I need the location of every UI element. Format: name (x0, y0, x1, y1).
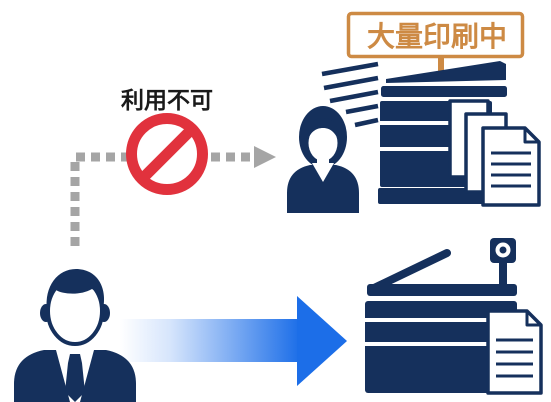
man-tie (65, 354, 85, 402)
printer-stripe-upper (365, 318, 489, 322)
arrow-shaft (120, 319, 300, 362)
document-icon (486, 309, 543, 395)
printer-lid (386, 61, 506, 83)
motion-line (354, 117, 379, 128)
motion-line (329, 89, 379, 104)
arrow-head (297, 296, 347, 386)
printer-icon (321, 61, 541, 207)
paper-fold (525, 311, 541, 327)
woman-bangs (306, 118, 340, 142)
available-route-arrow (120, 296, 347, 386)
businessman-icon (14, 269, 136, 402)
woman-body (287, 165, 359, 213)
document-icon (481, 126, 541, 207)
printer-top-panel (367, 284, 517, 296)
printer-base (378, 188, 490, 204)
mass-printing-sign: 大量印刷中 (346, 11, 525, 73)
man-hair (46, 269, 105, 310)
motion-line (345, 103, 379, 115)
scanner-lid (368, 249, 451, 293)
blocked-route (70, 146, 276, 246)
printer-with-camera-icon (365, 238, 543, 395)
prohibited-bar (136, 123, 198, 185)
camera-stem (499, 260, 507, 286)
busy-motion-lines (321, 61, 379, 128)
printer-stripe-lower (365, 342, 489, 346)
printer-top-panel (381, 86, 507, 97)
camera-lens-center (499, 246, 507, 254)
sign-post (438, 56, 444, 73)
unavailable-label: 利用不可 (121, 88, 213, 114)
paper-fold (523, 128, 539, 144)
prohibited-icon (126, 113, 208, 195)
woman-icon (287, 106, 359, 213)
sign-board (346, 11, 525, 59)
dotted-arrowhead (254, 146, 276, 168)
paper-front (481, 126, 541, 207)
printed-paper-stack (448, 99, 541, 207)
printer-stripe-upper (380, 121, 452, 125)
printer-stripe-lower (380, 147, 452, 151)
camera-icon (490, 238, 516, 286)
woman-collar (312, 163, 334, 182)
motion-line (323, 75, 379, 91)
printer-body (365, 301, 517, 393)
woman-face (308, 125, 338, 161)
motion-line (321, 61, 379, 77)
sign-text: 大量印刷中 (367, 20, 507, 53)
